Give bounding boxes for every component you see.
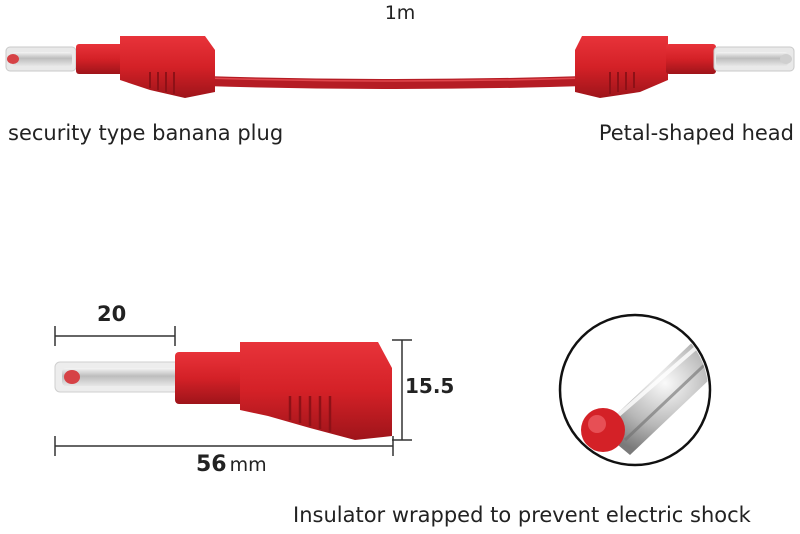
insulator-caption: Insulator wrapped to prevent electric sh…: [293, 503, 751, 527]
total-length-value: 56: [196, 452, 227, 477]
dimension-lines: [54, 326, 412, 456]
tip-length-dimension: 20: [97, 302, 127, 326]
right-plug-label: Petal-shaped head: [598, 121, 794, 145]
right-banana-plug: [575, 36, 795, 98]
left-banana-plug: [5, 36, 215, 98]
cable-length-label: 1m: [384, 2, 416, 24]
height-dimension: 15.5: [405, 374, 455, 398]
total-length-unit: mm: [229, 454, 267, 476]
dimension-plug: [54, 342, 392, 440]
cable: [204, 76, 586, 89]
left-plug-label: security type banana plug: [8, 121, 284, 145]
insulator-closeup: [558, 313, 712, 467]
